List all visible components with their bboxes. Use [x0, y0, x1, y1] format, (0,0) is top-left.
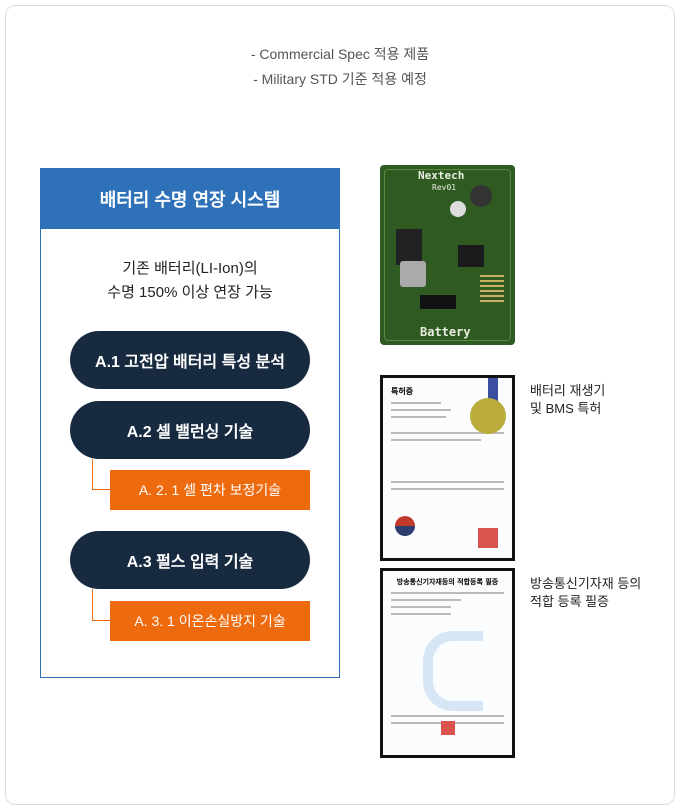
kc-caption-line-1: 방송통신기자재 등의: [530, 576, 642, 591]
spec-line-commercial: - Commercial Spec 적용 제품: [250, 46, 430, 62]
connector-a2: [92, 459, 110, 490]
patent-caption-line-2: 및 BMS 특허: [530, 401, 602, 416]
kc-certificate-image: 방송통신기자재등의 적합등록 필증: [380, 568, 515, 758]
connector-a3: [92, 589, 110, 621]
patent-certificate-image: 특허증: [380, 375, 515, 561]
item-a3: A.3 펄스 입력 기술: [70, 531, 310, 589]
pcb-photo: Nextech Rev01 Battery: [380, 165, 515, 345]
desc-line-1: 기존 배터리(LI-Ion)의: [122, 260, 258, 277]
spec-line-military: - Military STD 기준 적용 예정: [253, 71, 427, 87]
pcb-battery-label: Battery: [420, 325, 471, 339]
item-a2: A.2 셀 밸런싱 기술: [70, 401, 310, 459]
pcb-rev: Rev01: [432, 183, 457, 192]
kc-caption-line-2: 적합 등록 필증: [530, 594, 609, 609]
sub-item-a2-1: A. 2. 1 셀 편차 보정기술: [110, 470, 310, 510]
desc-line-2: 수명 150% 이상 연장 가능: [107, 284, 273, 301]
patent-title: 특허증: [391, 387, 414, 396]
battery-system-panel: 배터리 수명 연장 시스템 기존 배터리(LI-Ion)의 수명 150% 이상…: [40, 168, 340, 678]
sub-item-a3-1: A. 3. 1 이온손실방지 기술: [110, 601, 310, 641]
panel-description: 기존 배터리(LI-Ion)의 수명 150% 이상 연장 가능: [41, 257, 339, 305]
content-frame: [5, 5, 675, 805]
item-a1: A.1 고전압 배터리 특성 분석: [70, 331, 310, 389]
kc-title: 방송통신기자재등의 적합등록 필증: [396, 577, 499, 586]
patent-caption-line-1: 배터리 재생기: [530, 383, 606, 398]
kc-caption: 방송통신기자재 등의 적합 등록 필증: [530, 575, 641, 611]
panel-title: 배터리 수명 연장 시스템: [41, 169, 339, 229]
pcb-label: Nextech: [418, 169, 465, 182]
patent-caption: 배터리 재생기 및 BMS 특허: [530, 382, 605, 418]
